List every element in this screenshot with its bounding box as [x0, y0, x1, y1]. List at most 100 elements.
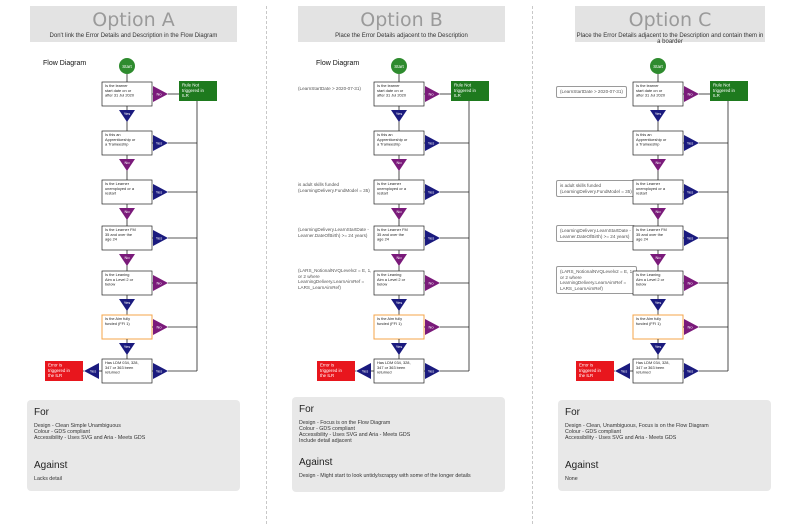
against-line: Lacks detail [34, 476, 62, 482]
option-subtitle: Place the Error Details adjacent to the … [335, 33, 468, 39]
branch-arrow [119, 208, 135, 220]
branch-arrow [425, 86, 440, 102]
branch-label: Yes [90, 369, 97, 374]
branch-arrow [684, 275, 699, 291]
for-line: Accessibility - Uses SVG and Aria - Meet… [34, 435, 146, 441]
option-c-card: For Design - Clean, Unambiguous, Focus i… [558, 400, 771, 491]
error-triggered-box [317, 361, 355, 381]
against-heading: Against [34, 460, 68, 471]
start-node [650, 58, 666, 74]
branch-arrow [391, 343, 407, 355]
option-b-header: Option B Place the Error Details adjacen… [298, 6, 505, 42]
branch-arrow [684, 86, 699, 102]
for-line: Colour - GDS compliant [34, 429, 90, 435]
branch-arrow [425, 275, 440, 291]
branch-label: No [687, 325, 693, 330]
branch-label: Yes [156, 190, 163, 195]
for-line: Design - Clean Simple Unambiguous [34, 423, 121, 429]
branch-arrow [391, 208, 407, 220]
error-detail: (LearningDelivery.LearnStartDate - Learn… [298, 227, 369, 238]
for-line: Colour - GDS compliant [299, 426, 355, 432]
rule-not-triggered-box [451, 81, 489, 101]
start-label: Start [122, 64, 132, 69]
branch-arrow [615, 363, 630, 379]
branch-label: Yes [396, 111, 403, 116]
branch-label: Yes [156, 236, 163, 241]
branch-label: No [687, 92, 693, 97]
branch-arrow [153, 135, 168, 151]
branch-arrow [684, 184, 699, 200]
branch-arrow [153, 184, 168, 200]
branch-arrow [153, 230, 168, 246]
branch-label: Yes [655, 344, 662, 349]
branch-label: Yes [124, 300, 131, 305]
branch-label: No [687, 281, 693, 286]
branch-arrow [153, 275, 168, 291]
branch-label: Yes [621, 369, 628, 374]
branch-label: No [655, 209, 661, 214]
branch-label: Yes [687, 190, 694, 195]
start-label: Start [394, 64, 404, 69]
branch-label: Yes [396, 300, 403, 305]
branch-arrow [684, 230, 699, 246]
start-label: Start [653, 64, 663, 69]
for-line: Design - Clean, Unambiguous, Focus is on… [565, 423, 709, 429]
branch-label: No [655, 160, 661, 165]
branch-label: Yes [124, 344, 131, 349]
branch-label: No [396, 255, 402, 260]
against-line: None [565, 476, 578, 482]
option-b-card: For Design - Focus is on the Flow Diagra… [292, 397, 505, 492]
decision-box [632, 358, 684, 384]
decision-box [101, 314, 153, 340]
error-triggered-box [45, 361, 83, 381]
branch-arrow [119, 110, 135, 122]
decision-box [101, 270, 153, 296]
start-node [391, 58, 407, 74]
option-title: Option C [628, 9, 712, 31]
branch-arrow [650, 254, 666, 266]
error-detail: (LearnStartDate > 2020-07-31) [298, 86, 361, 91]
branch-label: No [124, 160, 130, 165]
decision-box [101, 81, 153, 107]
option-title: Option A [92, 9, 175, 31]
branch-arrow [119, 299, 135, 311]
decision-box [373, 130, 425, 156]
branch-label: Yes [687, 141, 694, 146]
for-line: Design - Focus is on the Flow Diagram [299, 420, 391, 426]
against-heading: Against [565, 460, 599, 471]
branch-label: No [428, 325, 434, 330]
branch-arrow [84, 363, 99, 379]
option-subtitle: Don't link the Error Details and Descrip… [49, 33, 218, 39]
decision-box [632, 225, 684, 251]
branch-label: No [655, 255, 661, 260]
branch-label: No [156, 92, 162, 97]
branch-label: Yes [396, 344, 403, 349]
rule-not-triggered-box [179, 81, 217, 101]
branch-label: Yes [655, 111, 662, 116]
against-heading: Against [299, 457, 333, 468]
branch-arrow [650, 110, 666, 122]
error-detail-boxed: (LARS_NotionalNVQLevelv2 = E, 1, or 2 wh… [556, 266, 638, 295]
start-node [119, 58, 135, 74]
branch-arrow [425, 135, 440, 151]
branch-arrow [684, 319, 699, 335]
option-c-header: Option C Place the Error Details adjacen… [575, 6, 765, 45]
column-divider [266, 6, 267, 524]
branch-arrow [391, 254, 407, 266]
